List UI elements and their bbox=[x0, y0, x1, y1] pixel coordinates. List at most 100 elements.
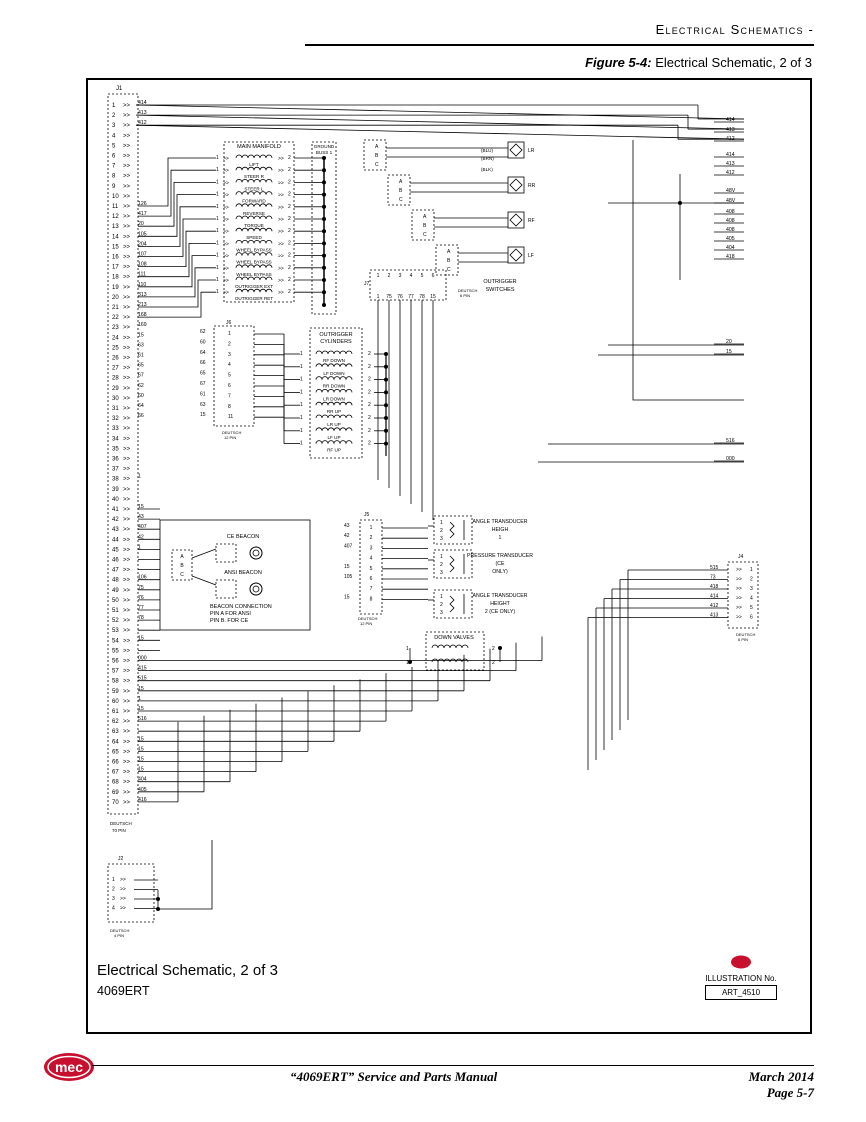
j1-pin-chevron: >> bbox=[123, 669, 131, 675]
j5-wire-label: 43 bbox=[344, 523, 350, 529]
manifold-coil bbox=[235, 179, 273, 183]
coil-chevron: >> bbox=[223, 168, 229, 174]
outrigger-switch-connector bbox=[363, 139, 387, 171]
j1-pin-chevron: >> bbox=[123, 154, 131, 160]
j4-chevron: >> bbox=[736, 615, 742, 621]
j1-pin-chevron: >> bbox=[123, 133, 131, 139]
transducer-pin: 3 bbox=[440, 570, 443, 576]
cyl-pin-2: 2 bbox=[368, 428, 371, 434]
coil-pin-2: 2 bbox=[288, 277, 291, 283]
transducer-label: 1 bbox=[499, 535, 502, 541]
transducer-pin: 1 bbox=[440, 554, 443, 560]
j1-pin-chevron: >> bbox=[123, 123, 131, 129]
mec-logo-small-icon bbox=[731, 955, 751, 969]
j4-chevron: >> bbox=[736, 586, 742, 592]
j1-wire-label: 413 bbox=[138, 110, 147, 116]
j1-pin-chevron: >> bbox=[123, 275, 131, 281]
j1-wire-label: 1 bbox=[138, 474, 141, 480]
footer-rule bbox=[92, 1065, 814, 1066]
transducer-label: HEIGHT bbox=[490, 601, 510, 607]
cyl-pin-1: 1 bbox=[300, 351, 303, 357]
j1-pin-chevron: >> bbox=[123, 396, 131, 402]
cylinder-coil bbox=[315, 440, 353, 444]
coil-chevron: >> bbox=[223, 229, 229, 235]
j5-pin-number: 6 bbox=[370, 576, 373, 582]
j4-label: J4 bbox=[738, 554, 744, 560]
j1-pin-chevron: >> bbox=[123, 487, 131, 493]
j1-pin-number: 56 bbox=[112, 659, 119, 665]
j1-pin-number: 13 bbox=[112, 224, 119, 230]
ground-buss-title: GROUND bbox=[314, 144, 335, 149]
ground-buss-dot bbox=[322, 303, 326, 307]
coil-chevron: >> bbox=[278, 205, 284, 211]
j7-pin-bottom: 78 bbox=[419, 294, 425, 300]
valve-pin-1: 1 bbox=[406, 646, 409, 652]
j1-wire-label: 412 bbox=[138, 120, 147, 126]
transducer-connector bbox=[433, 515, 473, 545]
switch-pin-label: C bbox=[399, 197, 403, 203]
j5-wire-label: 407 bbox=[344, 543, 353, 549]
cyl-pin-1: 1 bbox=[300, 402, 303, 408]
manifold-coil bbox=[235, 166, 273, 171]
figure-title: Electrical Schematic, 2 of 3 bbox=[655, 55, 812, 70]
j1-wire-label: 404 bbox=[138, 777, 147, 783]
j1-pin-chevron: >> bbox=[123, 598, 131, 604]
manifold-coil-label: FORWARD bbox=[242, 199, 266, 204]
j1-connector-box bbox=[107, 93, 139, 815]
j1-pin-number: 2 bbox=[112, 113, 116, 119]
beacon-lens-icon bbox=[252, 549, 260, 557]
j1-pin-number: 46 bbox=[112, 558, 119, 564]
j1-wire-label: 15 bbox=[138, 332, 144, 338]
cyl-pin-2: 2 bbox=[368, 377, 371, 383]
down-valves-title: DOWN VALVES bbox=[434, 635, 474, 641]
j1-pin-number: 38 bbox=[112, 477, 119, 483]
cylinder-coil bbox=[315, 363, 353, 367]
manifold-coil bbox=[235, 252, 273, 256]
coil-pin-1: 1 bbox=[216, 167, 219, 173]
j1-wire-label: 15 bbox=[138, 635, 144, 641]
j1-pin-number: 37 bbox=[112, 467, 119, 473]
j1-label: J1 bbox=[116, 86, 123, 92]
j2-chevron: >> bbox=[120, 906, 126, 912]
j1-pin-number: 17 bbox=[112, 265, 119, 271]
j6-label: J6 bbox=[226, 320, 232, 326]
j4-pin-number: 3 bbox=[750, 586, 753, 592]
j1-pin-chevron: >> bbox=[123, 760, 131, 766]
j1-pin-chevron: >> bbox=[123, 568, 131, 574]
j1-pin-number: 18 bbox=[112, 275, 119, 281]
j6-wire-label: 65 bbox=[200, 371, 206, 377]
coil-chevron: >> bbox=[223, 241, 229, 247]
j1-pin-number: 41 bbox=[112, 507, 119, 513]
right-wire-label: 000 bbox=[726, 456, 735, 462]
cylinder-coil-label: RR DOWN bbox=[323, 384, 345, 389]
illustration-block: ILLUSTRATION No. ART_4510 bbox=[705, 955, 777, 1000]
j1-pin-chevron: >> bbox=[123, 426, 131, 432]
outrigger-switch-body bbox=[507, 211, 525, 229]
coil-chevron: >> bbox=[278, 241, 284, 247]
j5-pin-number: 1 bbox=[370, 525, 373, 531]
wire-beacon bbox=[191, 575, 217, 586]
j1-pin-chevron: >> bbox=[123, 729, 131, 735]
j6-wire-label: 67 bbox=[200, 381, 206, 387]
j1-wire-label: 15 bbox=[138, 746, 144, 752]
j6-type-label: DEUTSCH bbox=[222, 430, 241, 435]
right-wire-label: 408 bbox=[726, 227, 735, 233]
cyl-pin-2: 2 bbox=[368, 389, 371, 395]
j1-pin-number: 60 bbox=[112, 699, 119, 705]
main-manifold-title: MAIN MANIFOLD bbox=[237, 144, 281, 150]
j1-wire-label: 66 bbox=[138, 413, 144, 419]
j1-pin-chevron: >> bbox=[123, 770, 131, 776]
outrigger-switch-sensor-icon bbox=[509, 248, 523, 262]
j7-pin-bottom: 1 bbox=[377, 294, 380, 300]
outrigger-switch-name: RF bbox=[528, 218, 535, 224]
j1-pin-chevron: >> bbox=[123, 558, 131, 564]
j6-wire-label: 63 bbox=[200, 402, 206, 408]
coil-pin-1: 1 bbox=[216, 179, 219, 185]
j1-pin-chevron: >> bbox=[123, 255, 131, 261]
cyl-pin-1: 1 bbox=[300, 428, 303, 434]
coil-chevron: >> bbox=[223, 156, 229, 162]
j1-pin-number: 33 bbox=[112, 426, 119, 432]
j1-pin-chevron: >> bbox=[123, 436, 131, 442]
transducer-pin: 3 bbox=[440, 610, 443, 616]
